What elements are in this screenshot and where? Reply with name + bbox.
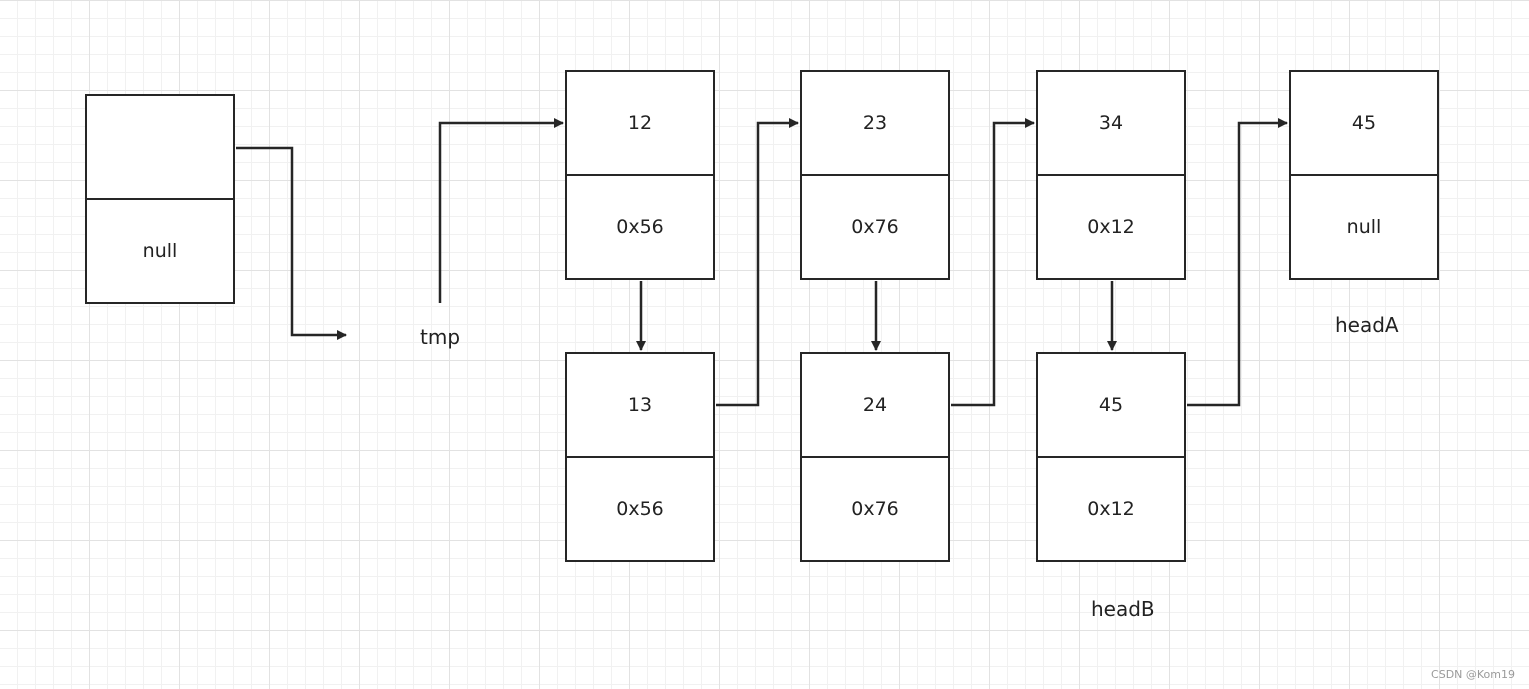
node-b3: 45 0x12 [1036, 352, 1186, 562]
node-value: 12 [567, 72, 713, 176]
node-next: 0x76 [851, 216, 899, 238]
node-temp: null [85, 94, 235, 304]
node-next: 0x12 [1087, 498, 1135, 520]
node-a2: 23 0x76 [800, 70, 950, 280]
node-b2: 24 0x76 [800, 352, 950, 562]
arrow-node-b1-to-node-a2 [716, 118, 799, 407]
node-a4: 45 null [1289, 70, 1439, 280]
node-value: 45 [1038, 354, 1184, 458]
node-next: null [142, 240, 178, 262]
node-next: 0x56 [616, 216, 664, 238]
arrow-tmp-to-node-a1 [438, 118, 564, 303]
node-value: 34 [1038, 72, 1184, 176]
node-value: 24 [802, 354, 948, 458]
arrow-node-b3-to-node-a4 [1187, 118, 1288, 407]
node-value [87, 96, 233, 200]
watermark: CSDN @Kom19 [1431, 668, 1515, 681]
node-next: 0x76 [851, 498, 899, 520]
node-value: 45 [1291, 72, 1437, 176]
arrow-temp-to-tmp [236, 146, 347, 340]
node-a3: 34 0x12 [1036, 70, 1186, 280]
label-head-b: headB [1091, 597, 1155, 621]
node-next: null [1346, 216, 1382, 238]
node-a1: 12 0x56 [565, 70, 715, 280]
node-value: 23 [802, 72, 948, 176]
label-head-a: headA [1335, 313, 1399, 337]
label-tmp: tmp [420, 325, 461, 349]
arrow-node-b2-to-node-a3 [951, 118, 1035, 407]
node-value: 13 [567, 354, 713, 458]
node-next: 0x12 [1087, 216, 1135, 238]
node-next: 0x56 [616, 498, 664, 520]
node-b1: 13 0x56 [565, 352, 715, 562]
